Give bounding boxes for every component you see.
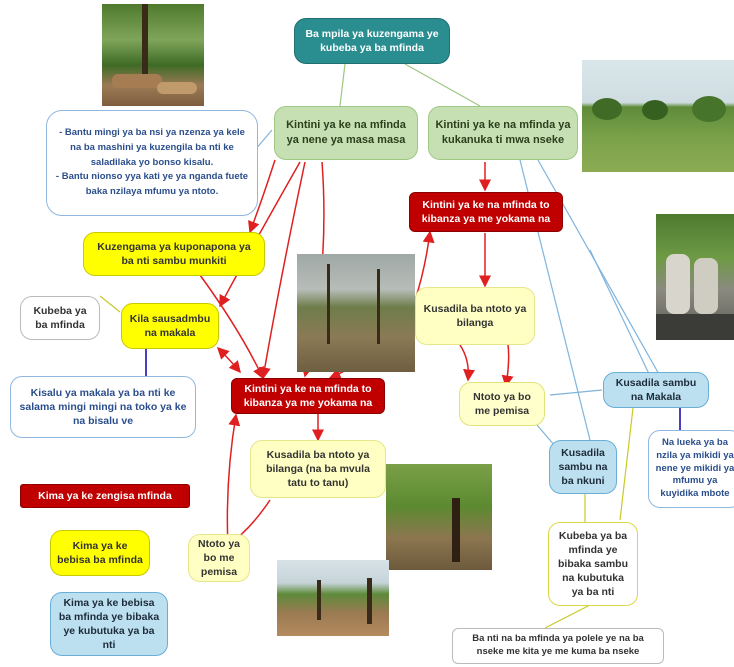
small-area-center-node: Kintini ya ke na mfinda to kibanza ya me… [231, 378, 385, 414]
stumps-field-photo [277, 560, 389, 636]
charcoal-work-node: Kisalu ya makala ya ba nti ke salama min… [10, 376, 196, 438]
fallow-right-node: Ntoto ya bo me pemisa [459, 382, 545, 426]
open-forest-node: Kintini ya ke na mfinda ya kukanuka ti m… [428, 106, 578, 160]
legend-title: Kima ya ke zengisa mfinda [20, 484, 190, 508]
cassava-field-photo [386, 464, 492, 570]
cleared-land-photo [297, 254, 415, 372]
use-nkuni-node: Kusadila sambu na ba nkuni [549, 440, 617, 494]
permission-node: Na lueka ya ba nzila ya mikidi ya nene y… [648, 430, 734, 508]
title-node: Ba mpila ya kuzengama ye kubeba ya ba mf… [294, 18, 450, 64]
people-text: - Bantu mingi ya ba nsi ya nzenza ya kel… [55, 127, 249, 198]
savanna-photo [582, 60, 734, 172]
logs-in-forest-photo [102, 4, 204, 106]
charcoal-yearly-node: Kila sausadmbu na makala [121, 303, 219, 349]
footer-node: Ba nti na ba mfinda ya polele ye na ba n… [452, 628, 664, 664]
big-forest-node: Kintini ya ke na mfinda ya nene ya masa … [274, 106, 418, 160]
legend-item-1: Kima ya ke bebisa ba mfinda [50, 530, 150, 576]
fallow-left-node: Ntoto ya bo me pemisa [188, 534, 250, 582]
forest-gone-node: Kubeba ya ba mfinda [20, 296, 100, 340]
small-area-right-node: Kintini ya ke na mfinda to kibanza ya me… [409, 192, 563, 232]
cutting-trees-node: Kuzengama ya kuponapona ya ba nti sambu … [83, 232, 265, 276]
legend-item-2: Kima ya ke bebisa ba mfinda ye bibaka ye… [50, 592, 168, 656]
farming-right-node: Kusadila ba ntoto ya bilanga [415, 287, 535, 345]
people-text-node: - Bantu mingi ya ba nsi ya nzenza ya kel… [46, 110, 258, 216]
farming-center-node: Kusadila ba ntoto ya bilanga (na ba mvul… [250, 440, 386, 498]
use-makala-node: Kusadila sambu na Makala [603, 372, 709, 408]
charcoal-sacks-photo [656, 214, 734, 340]
forest-loss-node: Kubeba ya ba mfinda ye bibaka sambu na k… [548, 522, 638, 606]
